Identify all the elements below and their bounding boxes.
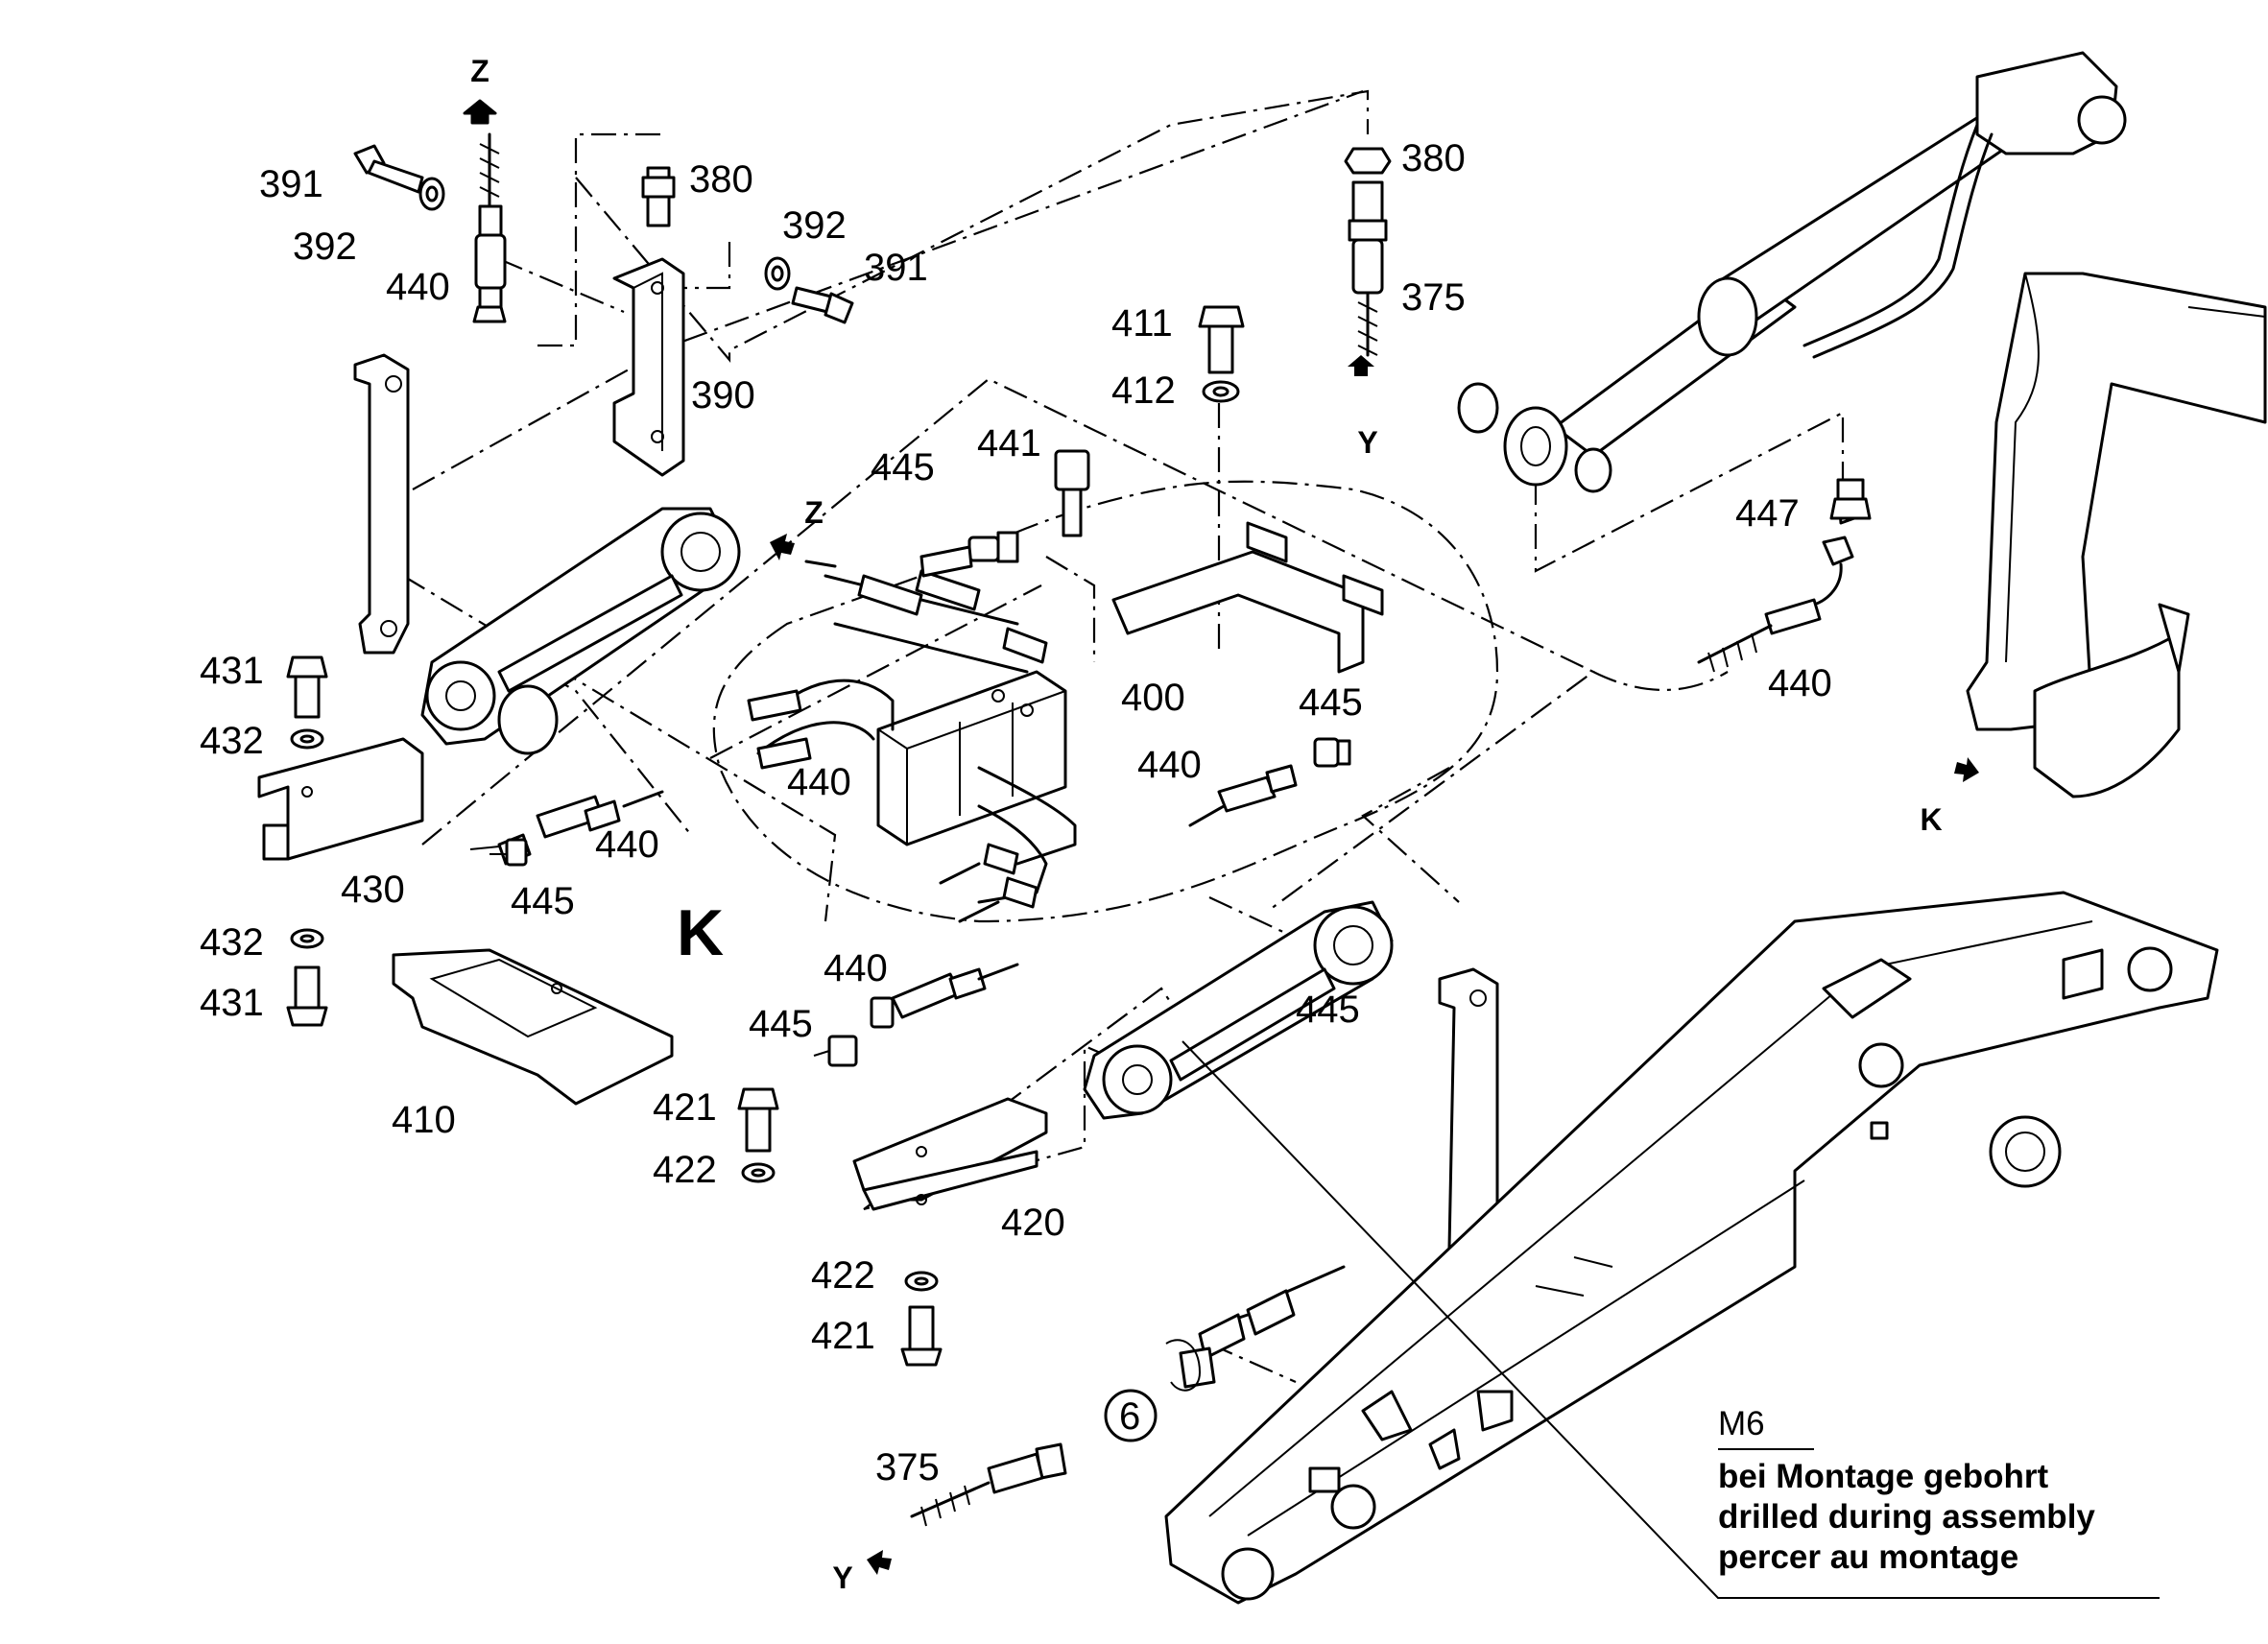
label-420: 420 [1001, 1202, 1065, 1244]
y-arrow-up [1348, 355, 1374, 376]
label-391-right: 391 [864, 247, 928, 289]
y-arrow-down [867, 1550, 892, 1575]
label-391-top: 391 [259, 163, 323, 205]
z-arrow-up [463, 99, 497, 125]
bolt-421-bottom [900, 1305, 943, 1367]
hose-375-vertical [1348, 180, 1388, 357]
label-432-bottom: 432 [200, 921, 264, 964]
label-432-top: 432 [200, 720, 264, 762]
note-leader-line [1182, 1040, 2160, 1599]
washer-422-top [741, 1162, 776, 1183]
label-callout-6: 6 [1119, 1395, 1140, 1438]
bolt-411 [1198, 305, 1245, 374]
bolt-391-top [353, 144, 424, 194]
bracket-390 [612, 257, 685, 477]
bucket-arm [1966, 272, 2267, 798]
label-445-left: 445 [511, 880, 575, 922]
label-440-middle: 440 [824, 947, 888, 989]
label-411: 411 [1111, 302, 1173, 345]
note-line-de: bei Montage gebohrt [1718, 1458, 2049, 1495]
label-375-top: 375 [1401, 276, 1466, 319]
callout-6 [1104, 1389, 1158, 1442]
plate-400 [1111, 521, 1384, 674]
label-440-top: 440 [386, 266, 450, 308]
note-line-fr: percer au montage [1718, 1538, 2018, 1576]
note-line-en: drilled during assembly [1718, 1498, 2095, 1536]
label-445-middle: 445 [749, 1003, 813, 1045]
bolt-391-right [791, 286, 854, 324]
label-431-bottom: 431 [200, 982, 264, 1024]
washer-432-top [290, 728, 324, 750]
label-440-left: 440 [595, 823, 659, 866]
bolt-431-top [286, 655, 328, 719]
label-422-bottom: 422 [811, 1254, 875, 1297]
label-431-top: 431 [200, 650, 264, 692]
label-440-k: 440 [787, 761, 851, 803]
view-markers: Z Z Y Y K K [470, 54, 1942, 1595]
label-421-bottom: 421 [811, 1315, 875, 1357]
link-left [420, 507, 741, 755]
rod-left [353, 353, 410, 655]
nut-380-right [1344, 147, 1392, 175]
hose-440-k-right [1188, 737, 1351, 827]
bracket-430 [257, 737, 424, 861]
marker-y-top: Y [1357, 425, 1377, 460]
k-arrow [1954, 757, 1979, 782]
label-445-k-right: 445 [1299, 681, 1363, 724]
marker-y-bottom: Y [832, 1561, 852, 1595]
label-445-top: 445 [871, 446, 935, 488]
hydraulic-cylinder [1457, 51, 2127, 493]
washer-412 [1202, 380, 1240, 403]
fitting-445-left [489, 838, 528, 867]
fitting-447 [1829, 478, 1872, 520]
hose-assembly-k-upper [747, 569, 1077, 923]
fitting-445-k-top [804, 531, 1019, 578]
part-labels: 391 392 440 380 392 391 390 380 375 411 … [200, 137, 1832, 1489]
label-380-right: 380 [1401, 137, 1466, 179]
assembly-note: M6 bei Montage gebohrt drilled during as… [1718, 1405, 2095, 1576]
note-size: M6 [1718, 1405, 1765, 1442]
label-440-k-right: 440 [1137, 744, 1202, 786]
marker-k-view: K [1920, 802, 1942, 837]
stud-380-top [641, 166, 676, 227]
washer-392-top [418, 177, 445, 211]
marker-z-mid: Z [804, 495, 824, 530]
marker-k-detail: K [677, 896, 724, 969]
label-421-top: 421 [653, 1086, 717, 1129]
plate-410 [392, 948, 674, 1106]
washer-432-bottom [290, 928, 324, 949]
fitting-assembly-bottom [910, 1265, 1346, 1527]
direction-arrows [463, 99, 1979, 1575]
label-441: 441 [977, 422, 1041, 465]
link-right [1083, 900, 1394, 1120]
label-375-bottom: 375 [875, 1446, 940, 1489]
plate-420 [852, 1097, 1048, 1211]
label-392-top: 392 [293, 226, 357, 268]
z-arrow-left [770, 534, 795, 560]
hose-440-middle-left [813, 963, 1019, 1067]
label-430: 430 [341, 869, 405, 911]
label-380-top: 380 [689, 158, 753, 201]
bolt-431-bottom [286, 965, 328, 1027]
label-400: 400 [1121, 677, 1185, 719]
label-440-right: 440 [1768, 662, 1832, 704]
label-392-right: 392 [782, 204, 847, 247]
marker-z-top: Z [470, 54, 489, 88]
washer-392-right [764, 256, 791, 291]
label-447: 447 [1735, 492, 1800, 535]
hose-440-right [1697, 488, 1856, 673]
hose-440-vertical-top [472, 132, 507, 323]
bolt-441 [1054, 449, 1090, 537]
boom [1164, 891, 2219, 1605]
label-422-top: 422 [653, 1149, 717, 1191]
label-445-far: 445 [1296, 989, 1360, 1031]
label-410: 410 [392, 1099, 456, 1141]
label-412: 412 [1111, 369, 1176, 412]
bolt-421-top [737, 1087, 779, 1153]
washer-422-bottom [904, 1271, 939, 1292]
label-390: 390 [691, 374, 755, 417]
valve-block [876, 670, 1067, 846]
